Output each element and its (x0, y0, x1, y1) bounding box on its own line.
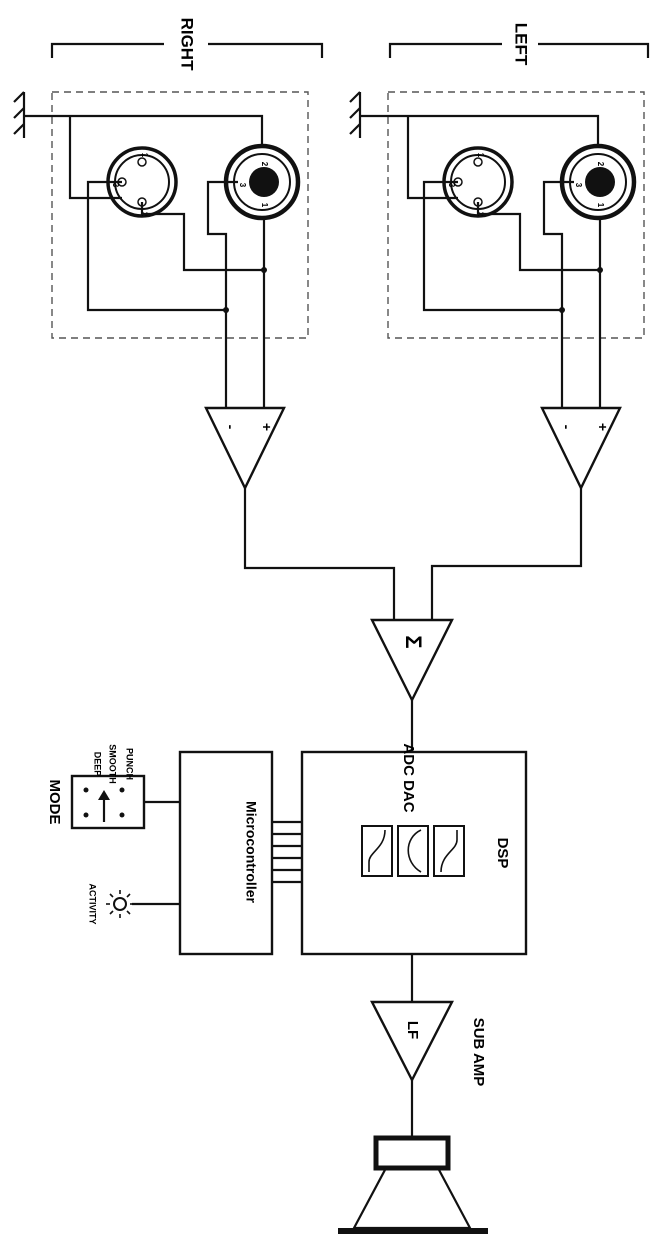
mode-option-deep: DEEP (93, 752, 103, 777)
right-input-section: 1 3 2 2 3 1 (13, 91, 309, 408)
dsp-title: DSP (494, 838, 511, 869)
left-input-opamp: - + (540, 406, 622, 491)
microcontroller-block: Microcontroller (178, 750, 274, 956)
dsp-filter-3-icon (433, 825, 465, 877)
right-male-pin3: 3 (238, 183, 247, 188)
mode-selector-arrow-icon (98, 790, 110, 800)
sub-amp-label: SUB AMP (470, 1018, 487, 1087)
mode-switch: MODE PUNCH SMOOTH DEEP (46, 744, 180, 830)
left-channel-bracket: LEFT (388, 23, 650, 66)
left-input-wiring (406, 114, 603, 408)
subwoofer-speaker-icon (338, 1135, 488, 1234)
left-male-pin1: 1 (596, 203, 605, 208)
activity-indicator: ACTIVITY (88, 883, 180, 925)
right-chassis-ground-icon (13, 91, 70, 138)
right-opamp-plus: + (259, 423, 275, 431)
left-chassis-ground-icon (349, 91, 408, 138)
left-male-pin3: 3 (574, 183, 583, 188)
dsp-filter-1-icon (361, 825, 393, 877)
dsp-adc-dac-label: ADC DAC (400, 743, 417, 812)
left-xlr-female-connector: 1 3 2 (442, 146, 514, 218)
right-channel-bracket: RIGHT (50, 18, 324, 72)
summing-amplifier: Σ (370, 618, 454, 703)
left-female-pin1: 1 (476, 153, 485, 158)
right-opamp-minus: - (223, 425, 239, 430)
mode-title: MODE (46, 780, 63, 825)
right-xlr-male-connector: 2 3 1 (223, 143, 301, 221)
right-male-pin1: 1 (260, 203, 269, 208)
left-opamp-minus: - (559, 425, 575, 430)
right-input-dashed-enclosure (51, 91, 309, 339)
sub-amplifier: LF SUB AMP (370, 1000, 487, 1087)
microcontroller-dsp-bus (272, 820, 302, 884)
mode-option-punch: PUNCH (125, 748, 135, 780)
activity-led-icon (106, 890, 134, 918)
activity-label: ACTIVITY (88, 883, 98, 924)
left-input-section: 1 3 2 2 3 1 (349, 91, 645, 408)
right-male-pin2: 2 (260, 162, 269, 167)
dsp-block: ADC DAC DSP (300, 743, 528, 956)
left-input-dashed-enclosure (387, 91, 645, 339)
sub-amp-symbol: LF (404, 1021, 421, 1039)
opamp-to-summer-wiring (243, 488, 583, 620)
summer-sigma-symbol: Σ (401, 635, 426, 648)
microcontroller-title: Microcontroller (243, 801, 259, 903)
left-male-pin2: 2 (596, 162, 605, 167)
left-opamp-plus: + (595, 423, 611, 431)
left-female-pin3: 3 (447, 183, 456, 188)
right-channel-label: RIGHT (178, 18, 197, 72)
dsp-filter-2-icon (397, 825, 429, 877)
left-channel-label: LEFT (512, 23, 531, 66)
right-input-opamp: - + (204, 406, 286, 491)
right-female-pin3: 3 (111, 183, 120, 188)
mode-option-smooth: SMOOTH (108, 744, 118, 784)
right-input-wiring (68, 114, 267, 408)
right-female-pin1: 1 (140, 153, 149, 158)
